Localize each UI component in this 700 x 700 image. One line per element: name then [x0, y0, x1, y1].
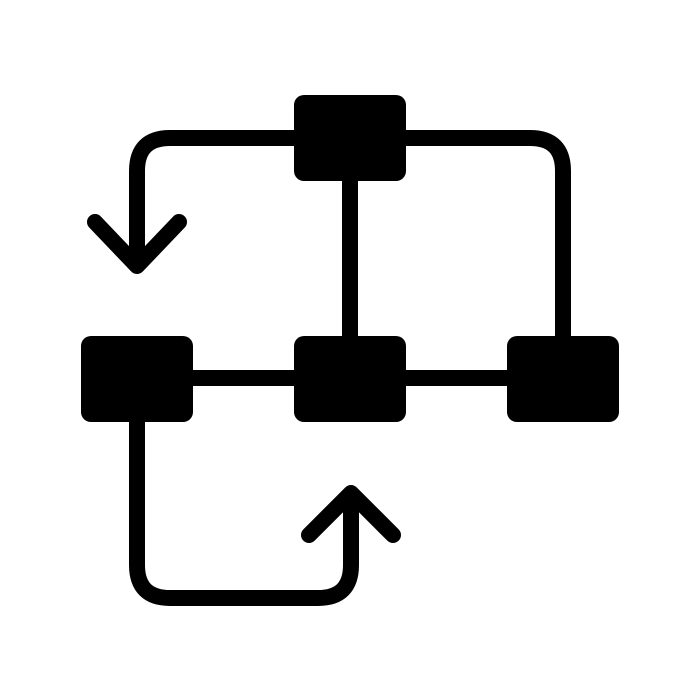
- connectors-group: [177, 130, 571, 386]
- nodes-group: [81, 95, 619, 422]
- node-top: [294, 95, 406, 181]
- arrow-head-down-icon: [87, 214, 187, 274]
- arrow-loop-top-left: [129, 130, 308, 273]
- arrow-head-up-icon: [301, 485, 401, 543]
- node-center: [294, 336, 406, 422]
- connector-top-right: [392, 130, 571, 353]
- arrow-loop-bottom: [129, 412, 359, 606]
- node-left: [81, 336, 193, 422]
- node-right: [507, 336, 619, 422]
